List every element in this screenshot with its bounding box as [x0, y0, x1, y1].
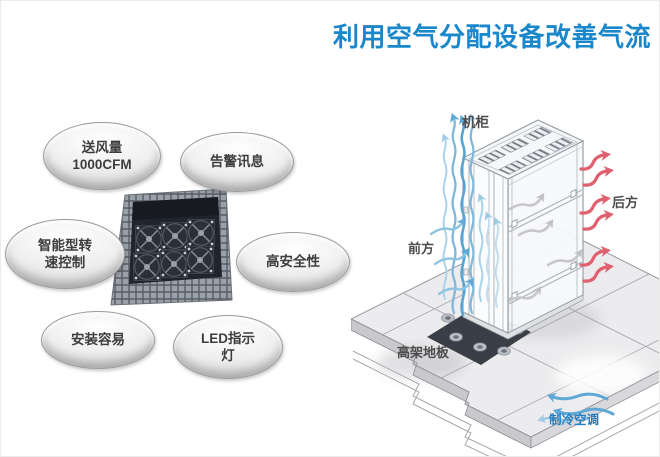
front-label: 前方	[408, 241, 435, 256]
feature-bubble-safety: 高安全性	[236, 232, 350, 292]
cooling-ac-label: 制冷空调	[549, 413, 600, 427]
internal-air-arrows	[505, 193, 583, 304]
top-vent-slots	[477, 126, 574, 175]
feature-bubble-install: 安装容易	[41, 311, 155, 369]
cool-air-inlet-arrows	[429, 217, 474, 296]
feature-label: 智能型转 速控制	[38, 237, 92, 270]
feature-label: 安装容易	[71, 332, 125, 348]
airflow-diagram	[351, 112, 659, 456]
cooling-intake-arrows	[537, 392, 615, 424]
feature-bubble-airflow: 送风量 1000CFM	[43, 122, 161, 190]
feature-bubble-led: LED指示 灯	[173, 315, 283, 379]
rear-label: 后方	[612, 195, 639, 210]
feature-bubble-speed-control: 智能型转 速控制	[5, 219, 125, 289]
feature-bubble-alarm: 告警讯息	[180, 132, 294, 192]
fan-tile-image	[110, 188, 233, 306]
feature-label: 送风量 1000CFM	[72, 139, 132, 172]
cool-air-streams	[441, 112, 503, 317]
cabinet-label: 机柜	[462, 115, 489, 130]
raised-floor-label: 高架地板	[397, 345, 450, 360]
slide-title: 利用空气分配设备改善气流	[332, 22, 651, 52]
server-rack	[461, 119, 585, 340]
feature-label: LED指示 灯	[201, 330, 255, 363]
feature-label: 高安全性	[266, 254, 320, 270]
feature-label: 告警讯息	[210, 154, 264, 170]
hot-air-arrows	[579, 149, 614, 283]
